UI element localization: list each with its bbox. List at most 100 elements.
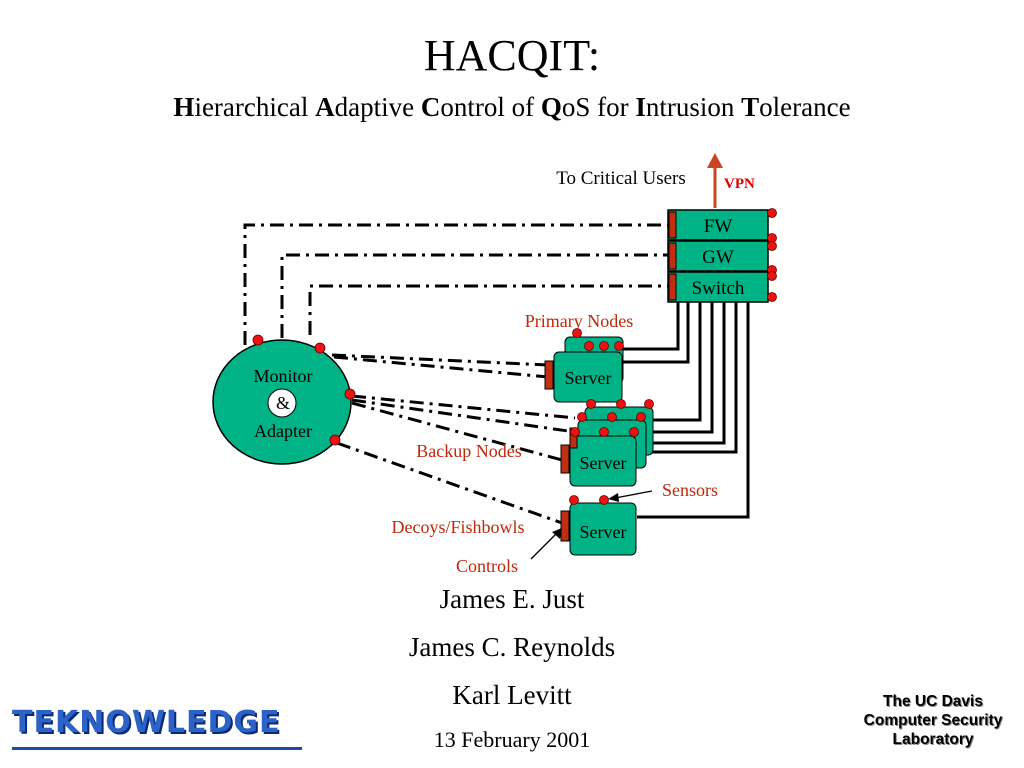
author-1: James E. Just	[439, 584, 585, 614]
link-monitor-fw	[243, 223, 668, 345]
switch-label: Switch	[692, 278, 745, 299]
switch-wires	[616, 300, 750, 519]
subtitle-cap-a: A	[315, 92, 335, 122]
fw-control	[668, 211, 677, 239]
slide-subtitle: Hierarchical Adaptive Control of QoS for…	[0, 92, 1024, 123]
gw-box	[667, 240, 769, 272]
ampersand-label: &	[276, 393, 290, 413]
controls-label: Controls	[456, 556, 518, 576]
link-decoy	[336, 441, 563, 525]
primary-nodes: er Server	[544, 328, 624, 403]
sensors-arrow-icon	[608, 493, 619, 502]
lab-line-2: Computer Security	[863, 712, 1003, 729]
logo-underline	[12, 747, 302, 750]
subtitle-rest-c: ontrol of	[440, 92, 541, 122]
gateway-stack: FW GW Switch	[667, 208, 777, 303]
subtitle-cap-h: H	[173, 92, 195, 122]
wire-1	[616, 300, 680, 351]
controls-arrow	[530, 532, 558, 560]
vpn-arrow-icon	[707, 153, 723, 168]
sensors-label: Sensors	[662, 480, 718, 500]
backup-sensor-1	[586, 399, 596, 409]
backup-sensor-9	[629, 427, 639, 437]
teknowledge-logo: TEKNOWLEDGE	[12, 705, 281, 740]
link-primary-front	[333, 355, 549, 379]
backup-server-label: Server	[580, 453, 627, 473]
primary-sensor-4	[614, 341, 624, 351]
monitor-sensor-2	[314, 342, 326, 354]
backup-nodes-label: Backup Nodes	[416, 441, 521, 461]
backup-sensor-3	[644, 399, 654, 409]
subtitle-cap-c: C	[420, 92, 441, 122]
gw-label: GW	[702, 247, 734, 268]
ampersand-badge	[267, 388, 297, 418]
monitor-sensor-3	[344, 388, 356, 400]
link-monitor-switch	[308, 284, 668, 335]
decoy-sensor-1	[569, 495, 579, 505]
author-2: James C. Reynolds	[408, 632, 616, 662]
wire-2	[623, 300, 690, 364]
backup-sensor-5	[607, 412, 617, 422]
subtitle-rest-h: ierarchical	[194, 92, 316, 122]
switch-sensor-2	[767, 292, 777, 302]
monitor-label: Monitor	[253, 366, 312, 386]
monitor-links-servers	[331, 353, 576, 525]
subtitle-cap-i: I	[635, 92, 646, 122]
subtitle-rest-q: oS for	[561, 92, 636, 122]
wire-4	[652, 300, 714, 434]
gw-control	[668, 242, 677, 270]
decoys-label: Decoys/Fishbowls	[391, 517, 524, 537]
sensors-arrow	[614, 490, 653, 499]
lab-line-1: The UC Davis	[883, 693, 983, 710]
lab-credit: The UC Davis Computer Security Laborator…	[842, 692, 1024, 749]
switch-sensor	[767, 271, 777, 281]
link-backup-2	[351, 398, 576, 434]
subtitle-cap-t: T	[741, 92, 760, 122]
vpn-label: VPN	[724, 176, 755, 192]
decoy-server-control	[560, 510, 570, 542]
primary-sensor-3	[599, 341, 609, 351]
link-primary-back	[331, 353, 549, 367]
backup-sensor-8	[599, 427, 609, 437]
adapter-label: Adapter	[254, 421, 312, 441]
backup-nodes: Server	[560, 399, 654, 487]
link-backup-1	[351, 394, 576, 420]
presentation-date: 13 February 2001	[433, 727, 591, 752]
monitor-links-top	[243, 223, 668, 345]
backup-server-control	[560, 444, 570, 474]
wire-5	[652, 300, 726, 445]
lab-line-3: Laboratory	[892, 731, 974, 748]
subtitle-rest-i: ntrusion	[645, 92, 742, 122]
monitor-adapter: Monitor & Adapter	[212, 334, 356, 465]
link-monitor-gw	[280, 253, 668, 338]
wire-6	[637, 300, 738, 454]
primary-nodes-label: Primary Nodes	[525, 311, 633, 331]
subtitle-rest-a: daptive	[334, 92, 421, 122]
subtitle-rest-t: olerance	[759, 92, 851, 122]
switch-box	[667, 271, 769, 303]
primary-sensor-1	[572, 328, 582, 338]
wire-7	[637, 300, 750, 519]
to-critical-users-label: To Critical Users	[556, 168, 686, 189]
controls-arrow-icon	[552, 528, 562, 539]
switch-control	[668, 273, 677, 301]
fw-label: FW	[704, 216, 733, 237]
backup-sensor-6	[636, 412, 646, 422]
decoy-node: Server	[560, 495, 637, 556]
backup-sensor-7	[570, 427, 580, 437]
fw-box	[667, 209, 769, 241]
primary-sensor-2	[584, 341, 594, 351]
wire-3	[652, 300, 702, 422]
monitor-sensor-4	[329, 434, 341, 446]
decoy-sensor-2	[599, 495, 609, 505]
author-3: Karl Levitt	[452, 680, 572, 710]
primary-server-control	[544, 360, 554, 390]
gw-sensor	[767, 241, 777, 251]
decoy-server-label: Server	[580, 522, 627, 542]
slide-title: HACQIT:	[423, 31, 601, 80]
monitor-sensor-1	[252, 334, 264, 346]
backup-sensor-2	[616, 399, 626, 409]
primary-server-label: Server	[565, 368, 612, 388]
backup-sensor-4	[577, 412, 587, 422]
